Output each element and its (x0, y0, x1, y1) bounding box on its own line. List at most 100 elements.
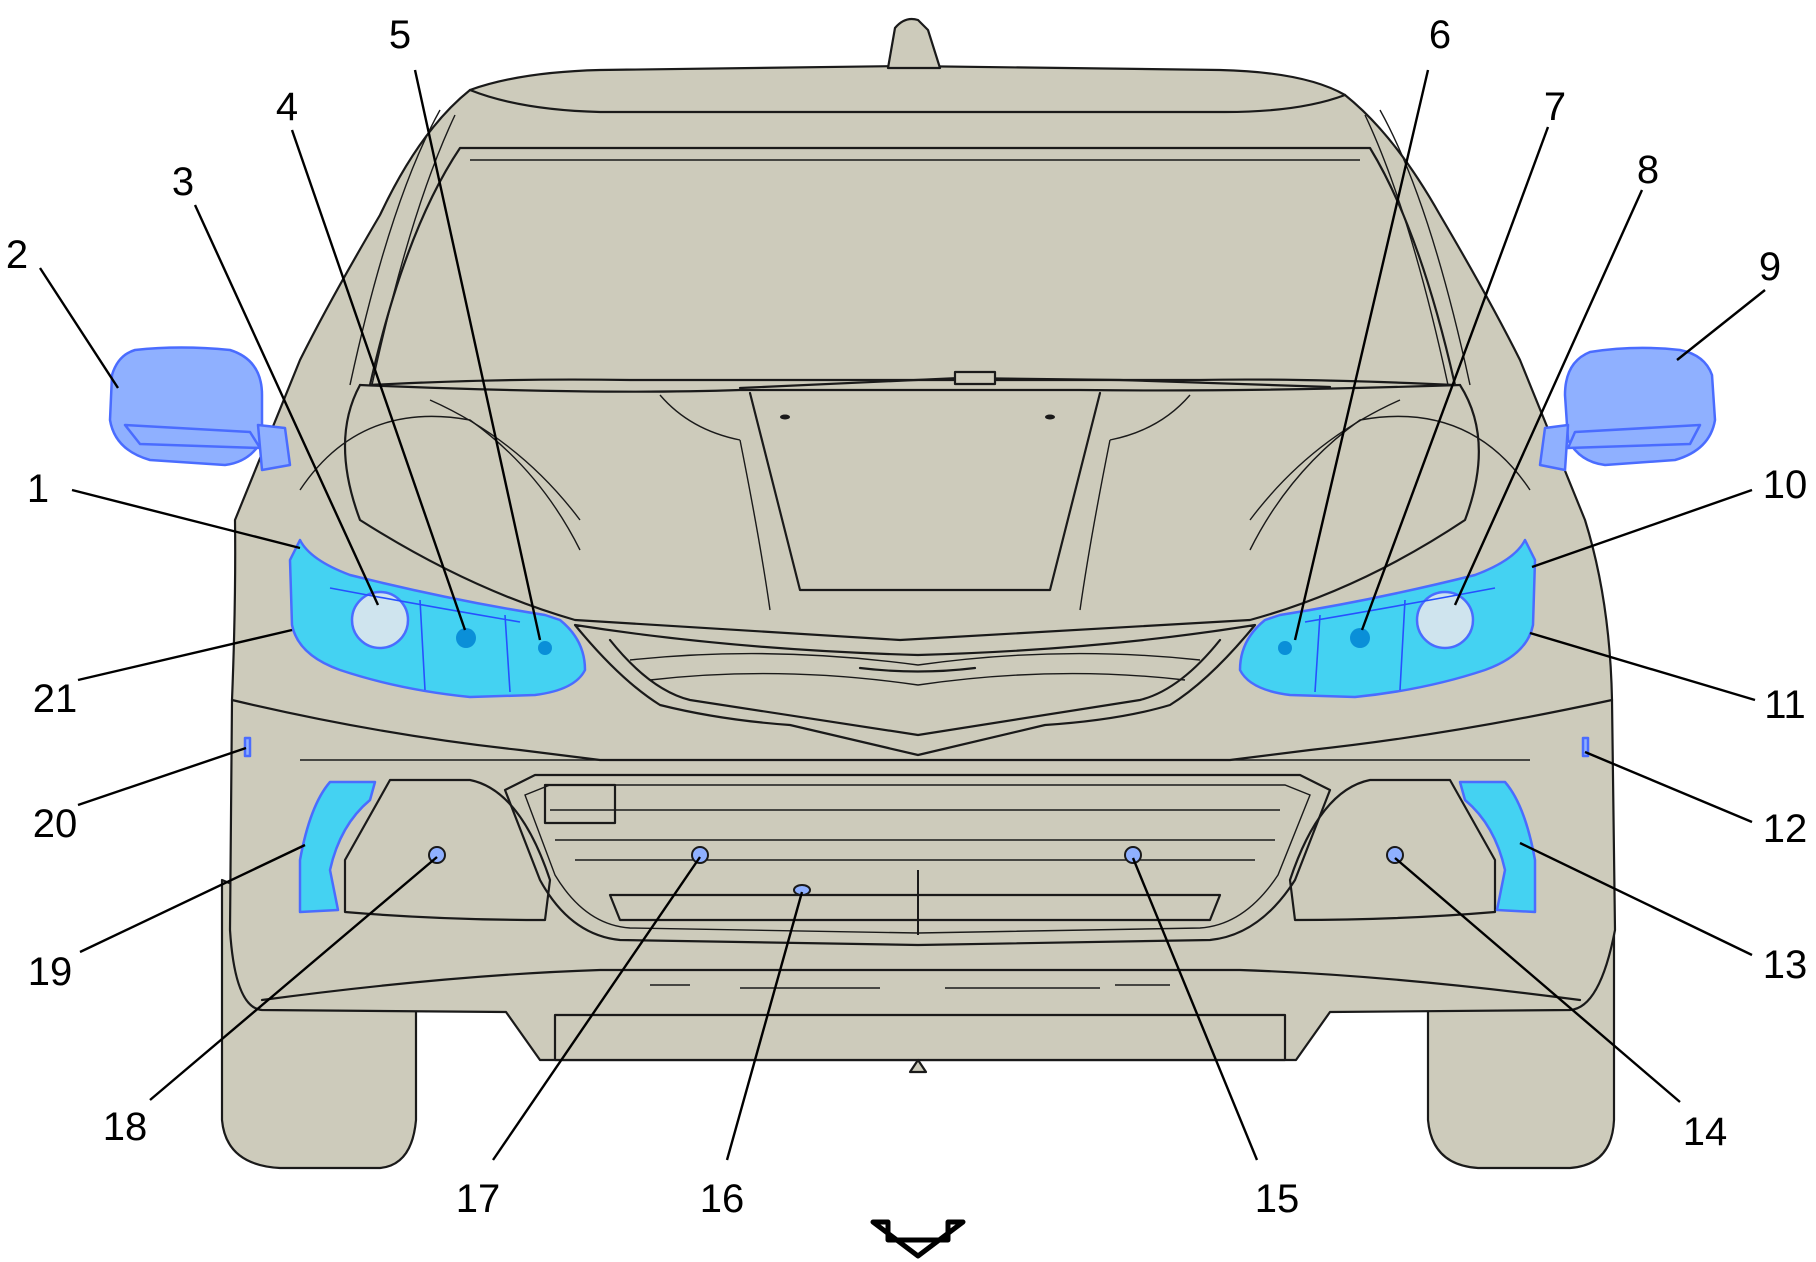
callout-5: 5 (389, 13, 411, 57)
right-fog-lamp (1386, 846, 1404, 864)
leader-14 (1394, 857, 1681, 1103)
lower-grille-opening (608, 893, 1222, 922)
callout-labels: 1 2 3 4 5 6 7 8 9 10 11 12 13 14 15 16 1… (6, 13, 1807, 1221)
callout-6: 6 (1429, 13, 1451, 57)
right-projector-lens (1415, 590, 1475, 650)
leader-20 (77, 746, 247, 807)
hood-line-left (429, 399, 581, 521)
callout-14: 14 (1683, 1110, 1728, 1154)
highlighted-components (108, 346, 1717, 914)
right-inner-sensor (1124, 846, 1142, 864)
leader-17 (492, 856, 701, 1161)
callout-20: 20 (33, 802, 78, 846)
leader-3 (193, 204, 380, 606)
callout-11: 11 (1764, 683, 1806, 727)
callout-7: 7 (1544, 85, 1566, 129)
roof-antenna (886, 17, 942, 70)
upper-grille-chevron (608, 638, 1222, 737)
left-projector-lens (350, 590, 410, 650)
right-low-beam-dot (1350, 628, 1370, 648)
hood-line-right (1249, 399, 1401, 521)
left-fog-pod (343, 778, 552, 922)
callout-4: 4 (276, 85, 298, 129)
wiper-cowl (358, 383, 1462, 393)
leader-6 (1293, 69, 1430, 641)
front-tow-hook (908, 1058, 928, 1074)
right-mirror-indicator (1566, 423, 1702, 450)
callout-15: 15 (1255, 1177, 1300, 1221)
right-mirror-arm (1538, 423, 1570, 472)
callout-17: 17 (456, 1177, 501, 1221)
wiper-blade (738, 376, 1332, 390)
left-headlamp (288, 538, 587, 699)
leader-9 (1676, 289, 1766, 361)
left-inner-sensor (691, 846, 709, 864)
callout-13: 13 (1763, 943, 1808, 987)
right-fender-curve (1249, 415, 1531, 551)
right-drl (1458, 780, 1537, 914)
right-side-marker (1581, 736, 1590, 758)
lower-grille-outline (503, 773, 1332, 947)
leader-18 (149, 856, 438, 1101)
leader-13 (1519, 841, 1753, 957)
lower-grille-inner (524, 784, 1311, 934)
washer-nozzle-right (1045, 414, 1055, 420)
leader-4 (290, 129, 467, 631)
vehicle-body (220, 17, 1617, 1170)
splitter-slots (650, 984, 1170, 989)
license-plate-area (553, 1013, 1287, 1062)
leader-7 (1360, 126, 1550, 631)
left-fender-curve (299, 415, 581, 551)
grille-emblem-bar (858, 666, 977, 673)
hood-crease-right (1079, 394, 1191, 611)
hood-bulge (748, 391, 1102, 592)
leader-19 (79, 843, 306, 954)
right-headlamp-inner (1304, 587, 1496, 693)
leader-12 (1584, 750, 1753, 824)
callout-19: 19 (28, 950, 73, 994)
left-drl (298, 780, 377, 914)
wiper-arm-pivot (953, 370, 997, 386)
leader-5 (413, 69, 542, 641)
leader-11 (1529, 631, 1756, 702)
leader-8 (1453, 189, 1644, 606)
callout-10: 10 (1763, 463, 1808, 507)
left-headlamp-inner (329, 587, 521, 693)
sensor-box-left (543, 783, 617, 825)
callout-3: 3 (172, 160, 194, 204)
roof-edge (468, 88, 1347, 114)
leader-lines (38, 69, 1766, 1161)
leader-15 (1131, 857, 1259, 1161)
callout-9: 9 (1759, 245, 1781, 289)
hood-outline (343, 383, 1480, 642)
right-fog-pod (1288, 778, 1497, 922)
callout-21: 21 (33, 677, 78, 721)
leader-2 (38, 267, 120, 389)
callout-12: 12 (1763, 807, 1808, 851)
callout-1: 1 (27, 467, 49, 511)
leader-21 (77, 628, 293, 682)
bumper-upper-line (230, 698, 1614, 762)
left-a-pillar (349, 109, 456, 386)
left-mirror-arm (256, 423, 292, 472)
windshield (368, 146, 1457, 387)
lower-bumper-line (260, 968, 1582, 1002)
right-a-pillar (1364, 109, 1471, 386)
leader-10 (1531, 488, 1753, 569)
upper-grille-surround (573, 623, 1257, 757)
upper-grille-slat-1 (629, 652, 1201, 666)
leader-16 (725, 891, 804, 1161)
left-side-marker (243, 736, 252, 758)
callout-8: 8 (1637, 148, 1659, 192)
hood-crease-left (659, 394, 771, 611)
right-turn-signal-dot (1278, 641, 1292, 655)
left-low-beam-dot (456, 628, 476, 648)
callout-16: 16 (700, 1177, 745, 1221)
down-arrow-icon (870, 1219, 966, 1259)
washer-nozzle-left (780, 414, 790, 420)
right-headlamp (1238, 538, 1537, 699)
leader-1 (71, 488, 301, 550)
upper-grille-slat-2 (649, 672, 1186, 686)
callout-2: 2 (6, 233, 28, 277)
